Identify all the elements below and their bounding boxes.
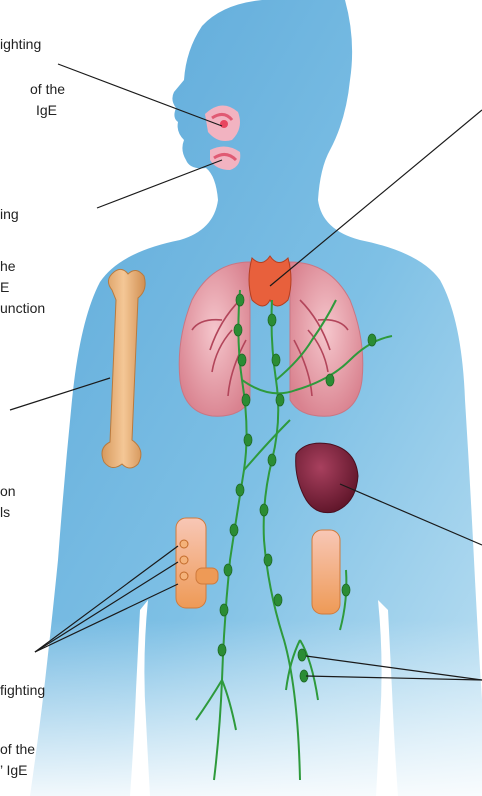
label-thymus-line2: E	[0, 278, 9, 297]
leader-line-adenoids	[97, 160, 222, 208]
label-thymus-line3: unction	[0, 299, 45, 318]
label-adenoids-line1: ing	[0, 205, 19, 224]
label-spleen-line2: ls	[0, 503, 10, 522]
thymus	[249, 256, 291, 306]
label-nodes-line1: fighting	[0, 681, 45, 700]
label-spleen-line1: on	[0, 482, 16, 501]
label-nodes-line2: of the	[0, 740, 35, 759]
label-nodes-line3: ’ IgE	[0, 761, 28, 780]
label-tonsils-line3: IgE	[36, 101, 57, 120]
label-tonsils-line2: of the	[30, 80, 65, 99]
label-thymus-line1: he	[0, 257, 16, 276]
label-tonsils-line1: ighting	[0, 35, 41, 54]
